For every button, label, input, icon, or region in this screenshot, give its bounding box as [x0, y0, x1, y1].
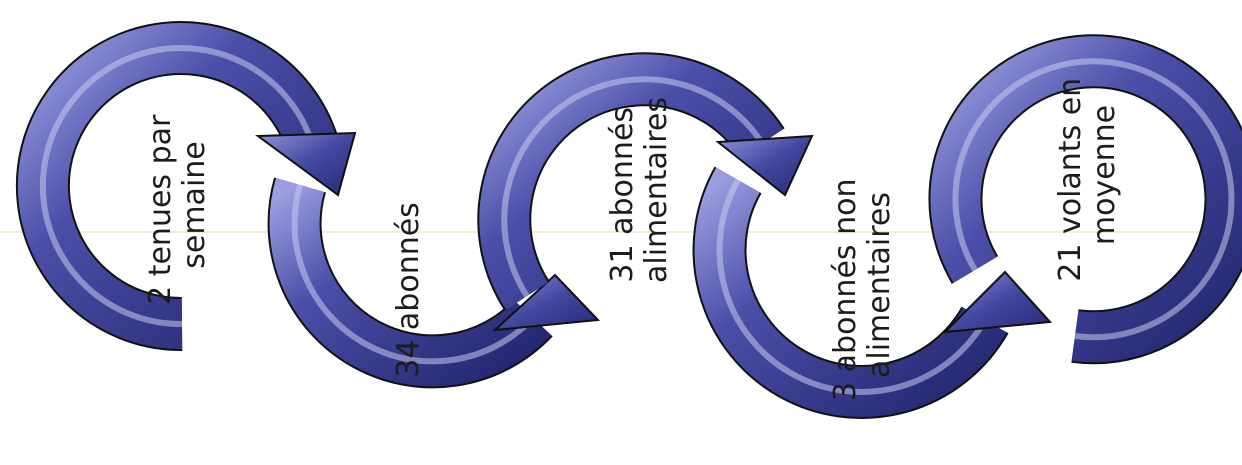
- arrow-4-head: [945, 272, 1050, 332]
- step-1-label: 2 tenues par semaine: [143, 105, 212, 305]
- arrow-2: [295, 185, 598, 361]
- step-3-label: 31 abonnés alimentaires: [605, 97, 674, 283]
- step-4-label: 3 abonnés non alimentaires: [828, 169, 897, 401]
- step-2-label: 34 abonnés: [391, 202, 426, 378]
- step-5-label: 21 volants en moyenne: [1053, 68, 1122, 282]
